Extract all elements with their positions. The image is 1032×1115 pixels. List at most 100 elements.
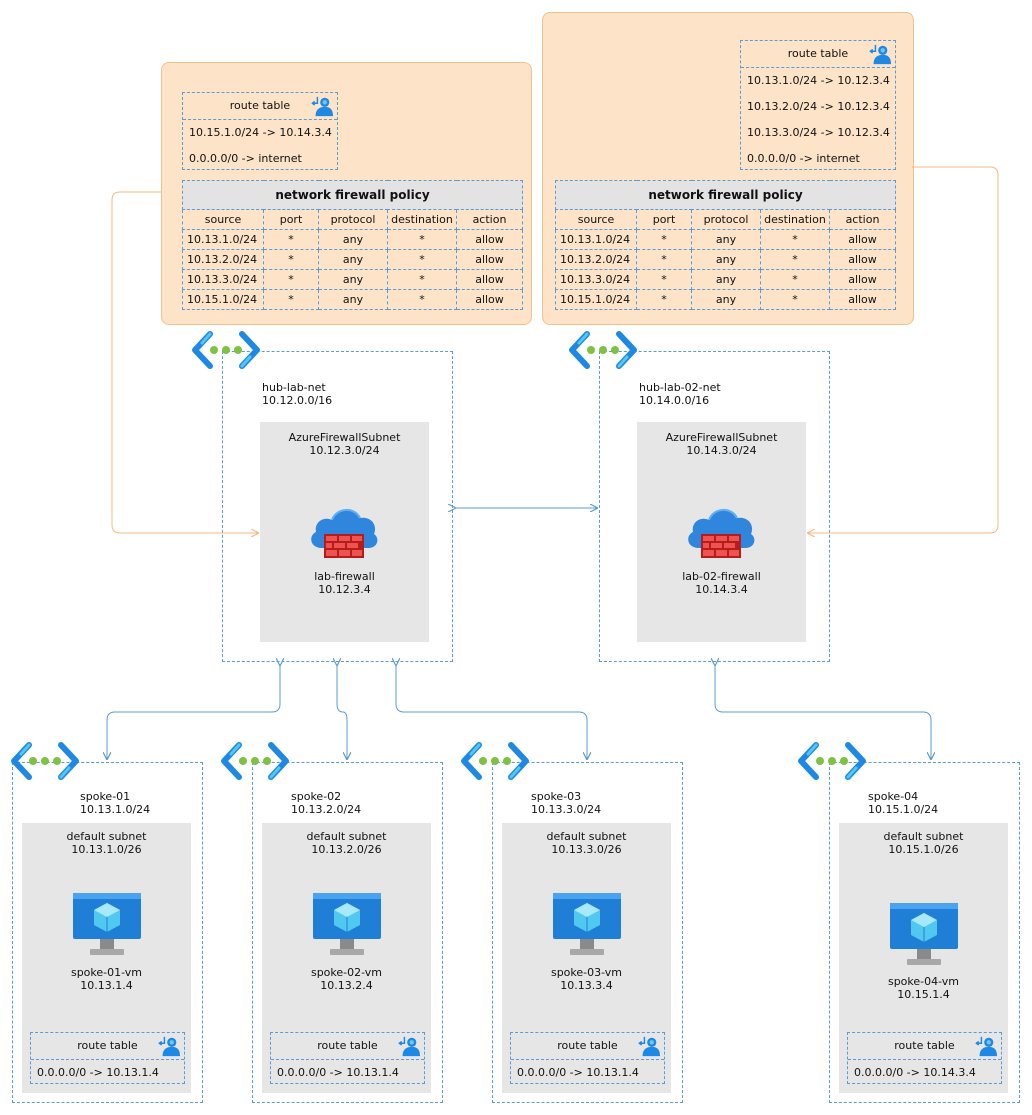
hub-vnet-name: hub-lab-net <box>262 381 326 394</box>
policy-cell: any <box>691 289 761 310</box>
firewall-label: lab-firewall 10.12.3.4 <box>260 570 429 596</box>
subnet-name: AzureFirewallSubnet <box>665 431 778 444</box>
route-table-title: route table <box>77 1039 138 1052</box>
subnet-name: default subnet <box>306 830 387 843</box>
subnet-cidr: 10.13.3.0/26 <box>551 843 622 856</box>
policy-cell: 10.13.3.0/24 <box>182 269 264 290</box>
policy-cell: 10.15.1.0/24 <box>182 289 264 310</box>
column-header: source <box>182 209 264 230</box>
policy-cell: 10.13.2.0/24 <box>555 249 637 270</box>
spoke-name: spoke-03 <box>531 790 582 803</box>
vm-name: spoke-04-vm <box>887 975 960 988</box>
route-entry: 0.0.0.0/0 -> 10.13.1.4 <box>37 1066 159 1079</box>
spoke-cidr: 10.15.1.0/24 <box>868 803 939 816</box>
policy-row: 10.13.3.0/24 * any * allow <box>182 269 523 290</box>
subnet-name: default subnet <box>883 830 964 843</box>
spoke-cidr: 10.13.1.0/24 <box>80 803 151 816</box>
column-header: protocol <box>691 209 761 230</box>
hub-lab-02-net-route-table[interactable]: route table 10.13.1.0/24 -> 10.12.3.4 10… <box>740 40 896 170</box>
route-entry: 10.13.2.0/24 -> 10.12.3.4 <box>747 100 890 113</box>
route-table-title: route table <box>894 1039 955 1052</box>
vm-ip: 10.15.1.4 <box>897 988 950 1001</box>
vm-ip: 10.13.2.4 <box>320 979 373 992</box>
policy-cell: any <box>318 249 388 270</box>
column-header: port <box>263 209 319 230</box>
spoke-03-peering-link <box>396 665 587 759</box>
subnet-cidr: 10.13.2.0/26 <box>311 843 382 856</box>
policy-cell: allow <box>829 249 896 270</box>
route-table-title: route table <box>557 1039 618 1052</box>
policy-cell: allow <box>456 289 523 310</box>
policy-row: 10.15.1.0/24 * any * allow <box>555 289 896 310</box>
route-table-title: route table <box>317 1039 378 1052</box>
vm-label: spoke-02-vm 10.13.2.4 <box>262 966 431 992</box>
policy-link-right <box>808 166 999 533</box>
spoke-01-peering-link <box>107 665 280 759</box>
column-header: protocol <box>318 209 388 230</box>
spoke-route-table[interactable]: route table 0.0.0.0/0 -> 10.13.1.4 <box>510 1032 665 1084</box>
subnet-name: AzureFirewallSubnet <box>288 431 401 444</box>
route-entry: 10.13.3.0/24 -> 10.12.3.4 <box>747 126 890 139</box>
subnet-cidr: 10.13.1.0/26 <box>71 843 142 856</box>
policy-cell: 10.15.1.0/24 <box>555 289 637 310</box>
hub-vnet-cidr: 10.12.0.0/16 <box>262 394 333 407</box>
spoke-cidr: 10.13.2.0/24 <box>291 803 362 816</box>
vm-label: spoke-03-vm 10.13.3.4 <box>502 966 671 992</box>
hub-lab-net-firewall-policy[interactable]: network firewall policy source port prot… <box>182 180 523 310</box>
policy-row: 10.13.2.0/24 * any * allow <box>555 249 896 270</box>
firewall-ip: 10.14.3.4 <box>695 583 748 596</box>
spoke-vnet-label: spoke-02 10.13.2.0/24 <box>291 790 361 816</box>
policy-cell: allow <box>829 269 896 290</box>
vm-name: spoke-03-vm <box>550 966 623 979</box>
policy-link-left <box>111 191 258 533</box>
hub-lab-02-net-firewall-policy[interactable]: network firewall policy source port prot… <box>555 180 896 310</box>
route-entry: 10.13.1.0/24 -> 10.12.3.4 <box>747 74 890 87</box>
subnet-cidr: 10.14.3.0/24 <box>686 444 757 457</box>
vm-label: spoke-04-vm 10.15.1.4 <box>839 975 1008 1001</box>
route-entry: 0.0.0.0/0 -> 10.13.1.4 <box>517 1066 639 1079</box>
firewall-label: lab-02-firewall 10.14.3.4 <box>637 570 806 596</box>
policy-cell: any <box>691 229 761 250</box>
policy-cell: any <box>318 289 388 310</box>
column-header: source <box>555 209 637 230</box>
vm-ip: 10.13.3.4 <box>560 979 613 992</box>
route-table-title: route table <box>229 99 291 112</box>
policy-cell: allow <box>829 289 896 310</box>
firewall-name: lab-firewall <box>314 570 375 583</box>
spoke-route-table[interactable]: route table 0.0.0.0/0 -> 10.14.3.4 <box>847 1032 1002 1084</box>
hub-vnet-cidr: 10.14.0.0/16 <box>639 394 710 407</box>
route-entry: 10.15.1.0/24 -> 10.14.3.4 <box>189 126 332 139</box>
policy-row: 10.15.1.0/24 * any * allow <box>182 289 523 310</box>
policy-row: 10.13.1.0/24 * any * allow <box>555 229 896 250</box>
hub-lab-net-route-table[interactable]: route table 10.15.1.0/24 -> 10.14.3.4 0.… <box>182 92 338 170</box>
spoke-name: spoke-04 <box>868 790 919 803</box>
route-entry: 0.0.0.0/0 -> 10.14.3.4 <box>854 1066 976 1079</box>
spoke-route-table[interactable]: route table 0.0.0.0/0 -> 10.13.1.4 <box>270 1032 425 1084</box>
policy-cell: any <box>691 269 761 290</box>
route-entry: 0.0.0.0/0 -> internet <box>747 152 860 165</box>
hub-vnet-label: hub-lab-net 10.12.0.0/16 <box>262 381 332 407</box>
spoke-cidr: 10.13.3.0/24 <box>531 803 602 816</box>
subnet-name: default subnet <box>66 830 147 843</box>
route-entry: 0.0.0.0/0 -> 10.13.1.4 <box>277 1066 399 1079</box>
policy-cell: allow <box>456 249 523 270</box>
subnet-name: default subnet <box>546 830 627 843</box>
spoke-vnet-label: spoke-03 10.13.3.0/24 <box>531 790 601 816</box>
spoke-name: spoke-02 <box>291 790 342 803</box>
spoke-name: spoke-01 <box>80 790 131 803</box>
policy-cell: * <box>636 289 692 310</box>
column-header: destination <box>760 209 830 230</box>
hub-vnet-name: hub-lab-02-net <box>639 381 721 394</box>
spoke-vnet-label: spoke-01 10.13.1.0/24 <box>80 790 150 816</box>
spoke-route-table[interactable]: route table 0.0.0.0/0 -> 10.13.1.4 <box>30 1032 185 1084</box>
route-entry: 0.0.0.0/0 -> internet <box>189 152 302 165</box>
subnet-cidr: 10.12.3.0/24 <box>309 444 380 457</box>
policy-row: 10.13.2.0/24 * any * allow <box>182 249 523 270</box>
firewall-name: lab-02-firewall <box>682 570 761 583</box>
subnet-cidr: 10.15.1.0/26 <box>888 843 959 856</box>
policy-cell: 10.13.1.0/24 <box>555 229 637 250</box>
vm-ip: 10.13.1.4 <box>80 979 133 992</box>
spoke-04-peering-link <box>715 665 931 759</box>
spoke-vnet-label: spoke-04 10.15.1.0/24 <box>868 790 938 816</box>
